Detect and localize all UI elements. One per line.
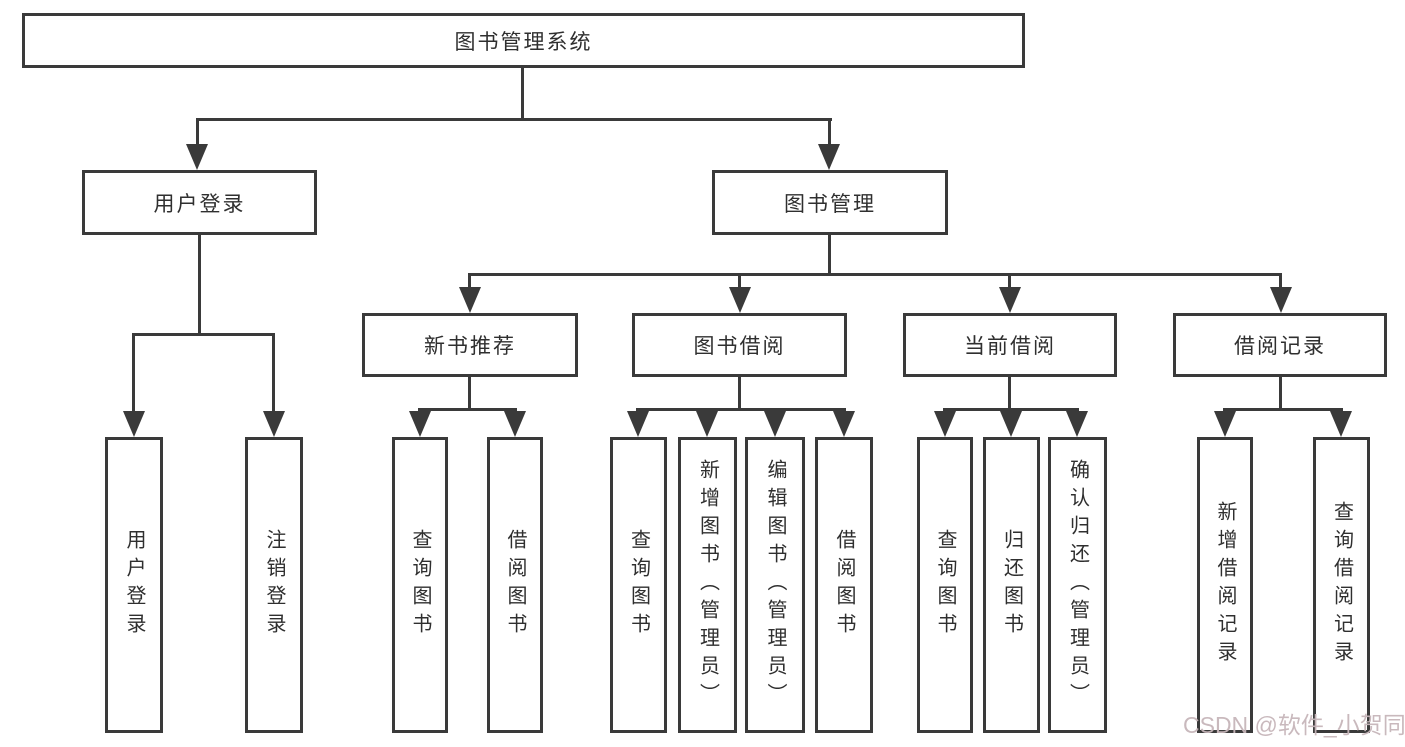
leaf-confirm-return-admin-label: 确认归还（管理员） (1066, 459, 1089, 711)
arrowhead-down (1000, 411, 1022, 437)
node-borrowing-records-label: 借阅记录 (1234, 335, 1326, 358)
node-user-login: 用户登录 (82, 170, 317, 235)
arrowhead-down (459, 287, 481, 313)
leaf-borrow-books-2-label: 借阅图书 (833, 529, 855, 641)
connector-line (828, 235, 831, 273)
arrowhead-down (999, 287, 1021, 313)
leaf-query-books-1: 查询图书 (392, 437, 448, 733)
leaf-edit-books-admin: 编辑图书（管理员） (745, 437, 805, 733)
leaf-query-borrow-record: 查询借阅记录 (1313, 437, 1370, 733)
leaf-add-borrow-record-label: 新增借阅记录 (1214, 501, 1236, 669)
connector-line (468, 273, 471, 291)
leaf-confirm-return-admin: 确认归还（管理员） (1048, 437, 1107, 733)
leaf-query-borrow-record-label: 查询借阅记录 (1330, 501, 1353, 669)
leaf-query-books-2-label: 查询图书 (627, 529, 650, 641)
leaf-edit-books-admin-label: 编辑图书（管理员） (764, 459, 786, 711)
arrowhead-down (1270, 287, 1292, 313)
connector-line (1279, 273, 1282, 291)
node-current-borrowing-label: 当前借阅 (964, 335, 1056, 358)
leaf-logout-label: 注销登录 (263, 529, 285, 641)
arrowhead-down (1066, 411, 1088, 437)
connector-line (521, 68, 524, 120)
arrowhead-down (833, 411, 855, 437)
arrowhead-down (409, 411, 431, 437)
node-root: 图书管理系统 (22, 13, 1025, 68)
leaf-add-books-admin: 新增图书（管理员） (678, 437, 737, 733)
node-new-book-recommend-label: 新书推荐 (424, 335, 516, 358)
leaf-query-books-2: 查询图书 (610, 437, 667, 733)
arrowhead-down (1330, 411, 1352, 437)
connector-line (1279, 377, 1282, 408)
arrowhead-down (186, 144, 208, 170)
leaf-user-login-label: 用户登录 (123, 529, 145, 641)
leaf-return-books-label: 归还图书 (1000, 529, 1023, 641)
node-book-borrowing: 图书借阅 (632, 313, 847, 377)
leaf-user-login: 用户登录 (105, 437, 163, 733)
connector-line (1223, 408, 1343, 411)
arrowhead-down (934, 411, 956, 437)
connector-line (196, 118, 832, 121)
connector-line (943, 408, 1079, 411)
node-new-book-recommend: 新书推荐 (362, 313, 578, 377)
arrowhead-down (627, 411, 649, 437)
leaf-return-books: 归还图书 (983, 437, 1040, 733)
connector-line (132, 333, 275, 336)
connector-line (196, 118, 199, 148)
leaf-query-books-3-label: 查询图书 (934, 529, 956, 641)
arrowhead-down (696, 411, 718, 437)
connector-line (738, 377, 741, 408)
leaf-add-books-admin-label: 新增图书（管理员） (696, 459, 719, 711)
node-book-management-label: 图书管理 (784, 192, 876, 216)
connector-line (738, 273, 741, 291)
node-borrowing-records: 借阅记录 (1173, 313, 1387, 377)
leaf-borrow-books-2: 借阅图书 (815, 437, 873, 733)
arrowhead-down (263, 411, 285, 437)
node-book-borrowing-label: 图书借阅 (693, 335, 786, 358)
connector-line (418, 408, 517, 411)
leaf-borrow-books-1: 借阅图书 (487, 437, 543, 733)
arrowhead-down (1214, 411, 1236, 437)
leaf-query-books-1-label: 查询图书 (409, 529, 431, 641)
leaf-add-borrow-record: 新增借阅记录 (1197, 437, 1253, 733)
node-current-borrowing: 当前借阅 (903, 313, 1117, 377)
connector-line (132, 333, 135, 415)
connector-line (468, 273, 1282, 276)
leaf-logout: 注销登录 (245, 437, 303, 733)
connector-line (468, 377, 471, 408)
arrowhead-down (504, 411, 526, 437)
connector-line (828, 118, 831, 148)
arrowhead-down (123, 411, 145, 437)
connector-line (1008, 273, 1011, 291)
arrowhead-down (729, 287, 751, 313)
leaf-borrow-books-1-label: 借阅图书 (504, 529, 526, 641)
node-book-management: 图书管理 (712, 170, 948, 235)
node-user-login-label: 用户登录 (153, 192, 246, 216)
arrowhead-down (764, 411, 786, 437)
connector-line (198, 235, 201, 333)
node-root-label: 图书管理系统 (454, 30, 593, 54)
leaf-query-books-3: 查询图书 (917, 437, 973, 733)
connector-line (272, 333, 275, 415)
csdn-watermark: CSDN @软件_小贺同学 (1183, 712, 1405, 738)
connector-line (1008, 377, 1011, 408)
connector-line (636, 408, 846, 411)
arrowhead-down (818, 144, 840, 170)
